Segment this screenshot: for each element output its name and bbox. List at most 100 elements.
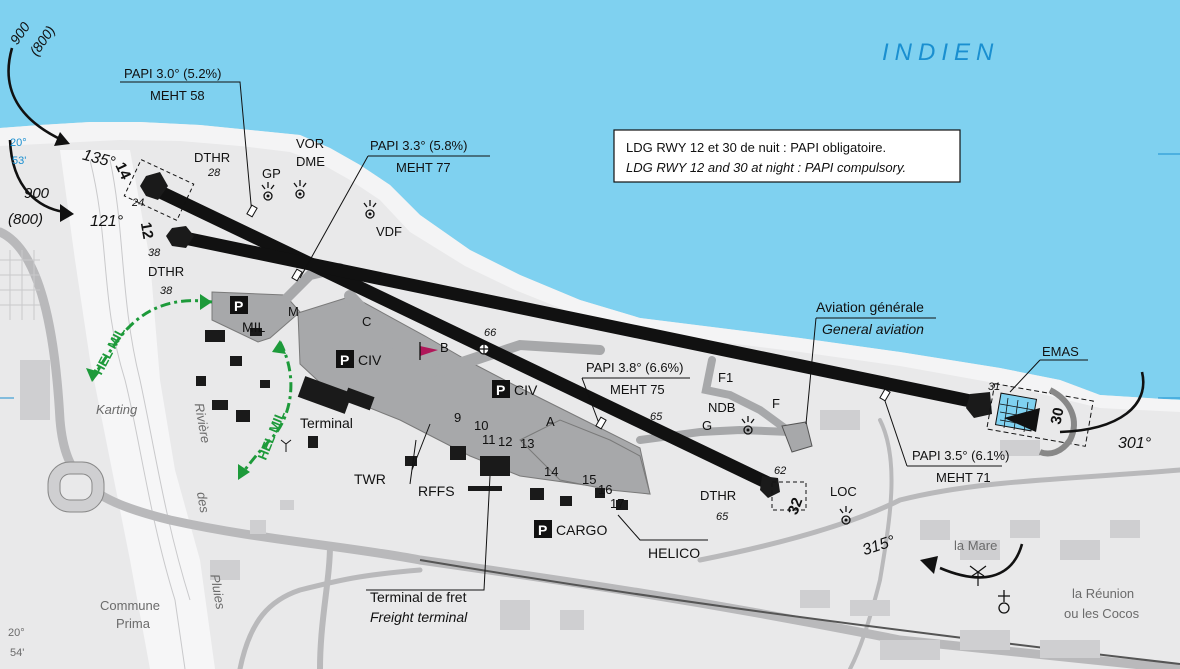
stand-17: 17 [610,496,624,511]
taxiway-a-label: A [546,414,555,429]
place-prima: Prima [116,616,151,631]
gp-label: GP [262,166,281,181]
road-coast-east [848,418,894,669]
papi-2-angle: PAPI 3.3° (5.8%) [370,138,467,153]
papi-4-angle: PAPI 3.5° (6.1%) [912,448,1009,463]
night-landing-note-box [613,129,961,183]
place-commune: Commune [100,598,160,613]
papi-4-meht: MEHT 71 [936,470,991,485]
emas-label: EMAS [1042,344,1079,359]
rwy12-threshold [166,226,194,248]
parking-cargo: P [534,520,552,538]
place-pluies: Pluies [207,573,228,611]
taxiway-c [344,290,446,378]
rwy30-emas-box [986,383,1094,447]
vdf-symbol [363,200,377,219]
rwy32-box [771,481,807,511]
lat-1-min: 53' [12,155,26,167]
parking-civ-2: P [492,380,510,398]
hel-mil-arrow-south-end [238,464,250,480]
dthr-2-label: DTHR [148,264,184,279]
taxiway-c-label: C [362,314,371,329]
route-w-121 [8,139,65,214]
elev-38: 38 [148,247,161,259]
svg-text:P: P [538,522,547,538]
twr-label: TWR [354,471,386,487]
stand-11: 11 [482,432,496,447]
sea-name: INDIEN [882,39,999,66]
ga-label-en: General aviation [822,321,924,337]
taxiway-m-label: M [288,304,299,319]
road-south [317,542,333,669]
rwy-32-label: 32 [785,495,807,516]
place-reunion: la Réunion [1072,586,1134,601]
palm-icon [969,565,987,586]
road-east [697,467,1180,563]
stand-12: 12 [498,434,512,449]
dthr-3-value: 65 [716,511,729,523]
svg-text:P: P [234,298,243,314]
vor-dme-symbol [293,180,307,199]
papi-3-meht: MEHT 75 [610,382,665,397]
route-e-301-arrow [1004,408,1040,432]
taxiway-f1 [701,356,794,436]
taxiway-parallel [435,339,605,377]
stand-9: 9 [454,410,461,425]
lat-1-deg: 20° [10,137,27,149]
dme-label: DME [296,154,325,169]
parking-cargo-label: CARGO [556,522,607,538]
elev-31: 31 [988,381,1000,393]
church-icon [998,590,1010,614]
freight-label-fr: Terminal de fret [370,589,467,605]
route-w-121-arrow [60,204,74,222]
stand-14: 14 [544,464,558,479]
ndb-symbol [741,416,755,435]
parking-civ-1-label: CIV [358,352,382,368]
terminal-label: Terminal [300,415,353,431]
papi-1-angle: PAPI 3.0° (5.2%) [124,66,221,81]
railway [419,559,1180,665]
place-des: des [194,491,212,515]
hel-mil-arrow-north [200,294,212,310]
palm-icon-terminal [280,439,292,452]
papi-1-meht: MEHT 58 [150,88,205,103]
highway-main [0,227,1180,669]
stand-13: 13 [520,436,534,451]
aerodrome-reference-point [478,343,490,355]
parking-mil: P [230,296,248,314]
route-se-315-arrow [920,556,938,574]
place-cocos: ou les Cocos [1064,606,1140,621]
rwy-14-label: 14 [112,160,135,183]
grid-ticks [0,153,1180,399]
leader-lines [120,81,1088,591]
stand-15: 15 [582,472,596,487]
taxiway-b-label: B [440,340,449,355]
taxiway-g-label: G [702,418,712,433]
route-nw-135-arrow [54,132,70,146]
urban-grid-nw [0,250,40,320]
papi-lights [246,204,891,430]
river-channel-2 [109,159,191,601]
hel-mil-route-south [238,341,293,477]
place-karting: Karting [96,402,138,417]
stadium [47,461,105,513]
runway-14-32 [149,182,773,490]
place-riviere: Rivière [192,402,214,444]
terminal-buildings [196,328,628,510]
beach-strip [0,122,1180,412]
rwy-12-label: 12 [137,221,157,240]
loc-symbol [839,506,853,525]
note-fr: LDG RWY 12 et 30 de nuit : PAPI obligato… [626,140,886,155]
gp-symbol [261,182,275,201]
stand-10: 10 [474,418,488,433]
elev-62: 62 [774,465,786,477]
vdf-label: VDF [376,224,402,239]
route-e-301 [1059,371,1145,434]
elev-28: 28 [207,167,221,179]
note-en: LDG RWY 12 and 30 at night : PAPI compul… [626,160,906,175]
rwy14-box [123,158,195,222]
helico-label: HELICO [648,545,700,561]
rffs-label: RFFS [418,483,455,499]
hel-mil-arrow-south [272,340,286,354]
